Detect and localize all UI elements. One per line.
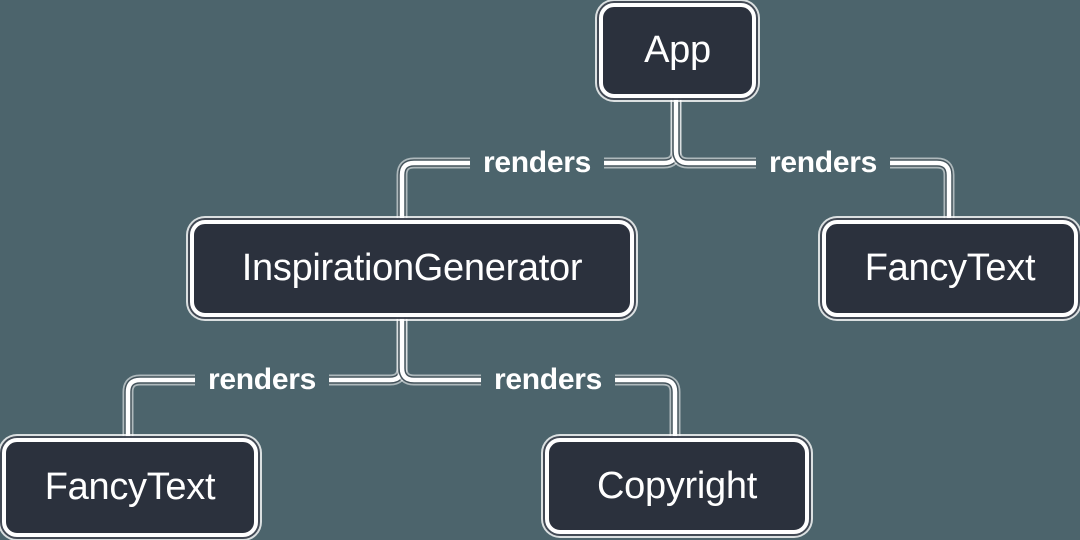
node-fancy-text-bottom: FancyText	[2, 438, 258, 537]
node-app: App	[599, 3, 756, 98]
node-fancy-text-bottom-label: FancyText	[44, 466, 216, 508]
node-app-label: App	[644, 29, 711, 71]
node-copyright: Copyright	[545, 438, 809, 534]
node-fancy-text-top-label: FancyText	[864, 247, 1036, 289]
edge-label-inspiration-generator-copyright: renders	[481, 360, 615, 400]
edge-label-app-inspiration-generator: renders	[470, 143, 604, 183]
edge-label-app-fancy-text: renders	[756, 143, 890, 183]
node-fancy-text-top: FancyText	[822, 220, 1078, 317]
node-inspiration-generator-label: InspirationGenerator	[241, 247, 583, 289]
node-inspiration-generator: InspirationGenerator	[190, 220, 634, 317]
node-copyright-label: Copyright	[597, 464, 757, 507]
edge-label-inspiration-generator-fancy-text: renders	[195, 360, 329, 400]
